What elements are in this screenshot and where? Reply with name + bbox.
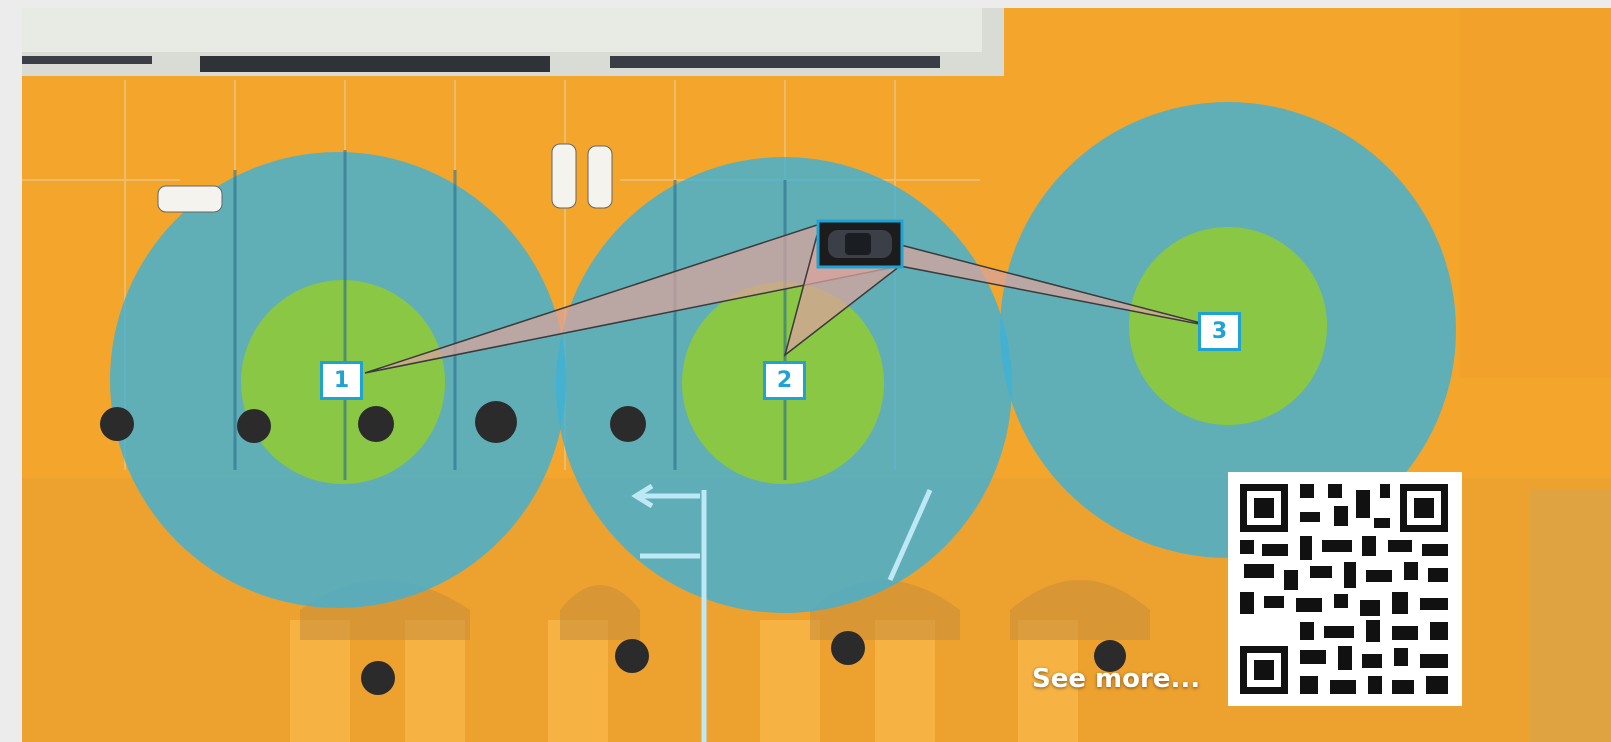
callout-label-2: 2	[763, 361, 806, 400]
qr-code[interactable]	[1228, 472, 1462, 706]
callout-label-1: 1	[320, 361, 363, 400]
building	[22, 8, 1004, 76]
callout-label-3: 3	[1198, 312, 1241, 351]
see-more-link[interactable]: See more...	[1032, 664, 1200, 694]
car-icon	[818, 221, 902, 267]
